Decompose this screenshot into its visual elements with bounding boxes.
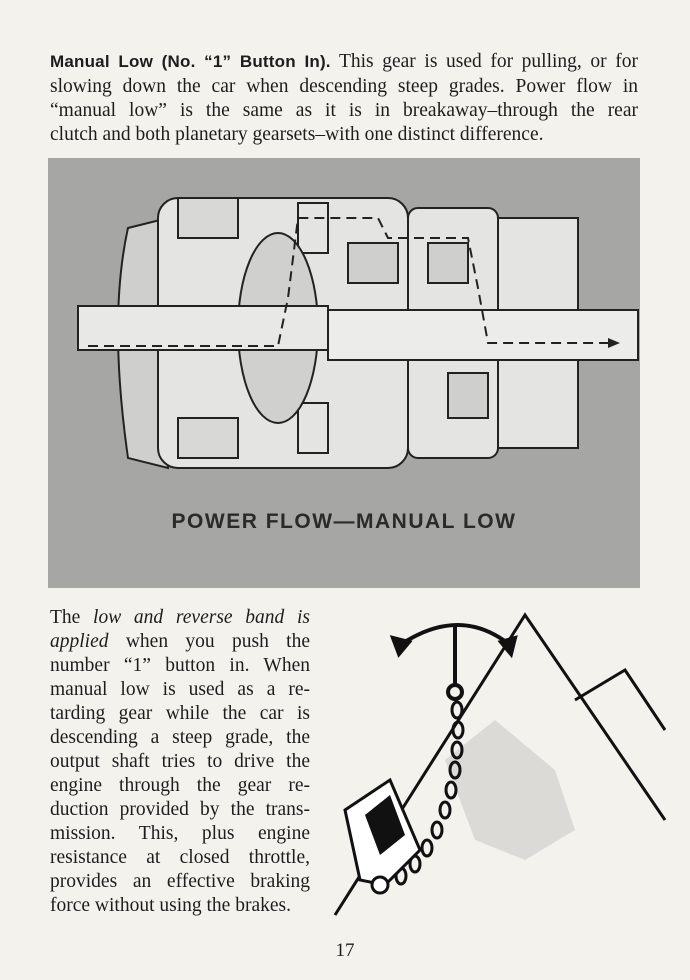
body-line: mission. This, plus engine [50,823,310,844]
body-line: number “1” button in. When [50,655,310,676]
body-line: provides an effective braking [50,871,310,892]
transmission-cutaway-illustration [77,197,639,470]
intro-line: Manual Low (No. “1” Button In). This gea… [50,51,638,72]
intro-line: clutch and both planetary gearsets–with … [50,124,544,145]
power-flow-arrow-icon [608,338,620,348]
body-line: The low and reverse band is [50,607,311,628]
body-line: resistance at closed throttle, [50,847,310,868]
chain-icon [394,700,465,886]
anchor-icon [389,623,518,701]
body-line: output shaft tries to drive the [50,751,310,772]
body-line: engine through the gear re- [50,775,310,796]
figure-caption: POWER FLOW—MANUAL LOW [171,510,517,533]
body-line: duction provided by the trans- [50,799,310,820]
body-line: applied when you push the [50,631,310,652]
car-icon [343,777,422,895]
body-line: descending a steep grade, the [50,727,310,748]
page-number: 17 [335,940,355,961]
intro-line: “manual low” is the same as it is in bre… [50,100,638,121]
transmission-diagram: POWER FLOW—MANUAL LOW [48,158,640,588]
section-heading: Manual Low (No. “1” Button In). [50,52,331,71]
body-line: manual low is used as a re- [50,679,310,700]
body-line: tarding gear while the car is [50,703,310,724]
anchored-car-on-mountain-illustration [325,600,670,920]
body-line: force without using the brakes. [50,895,291,916]
intro-line: slowing down the car when descending ste… [50,76,638,97]
